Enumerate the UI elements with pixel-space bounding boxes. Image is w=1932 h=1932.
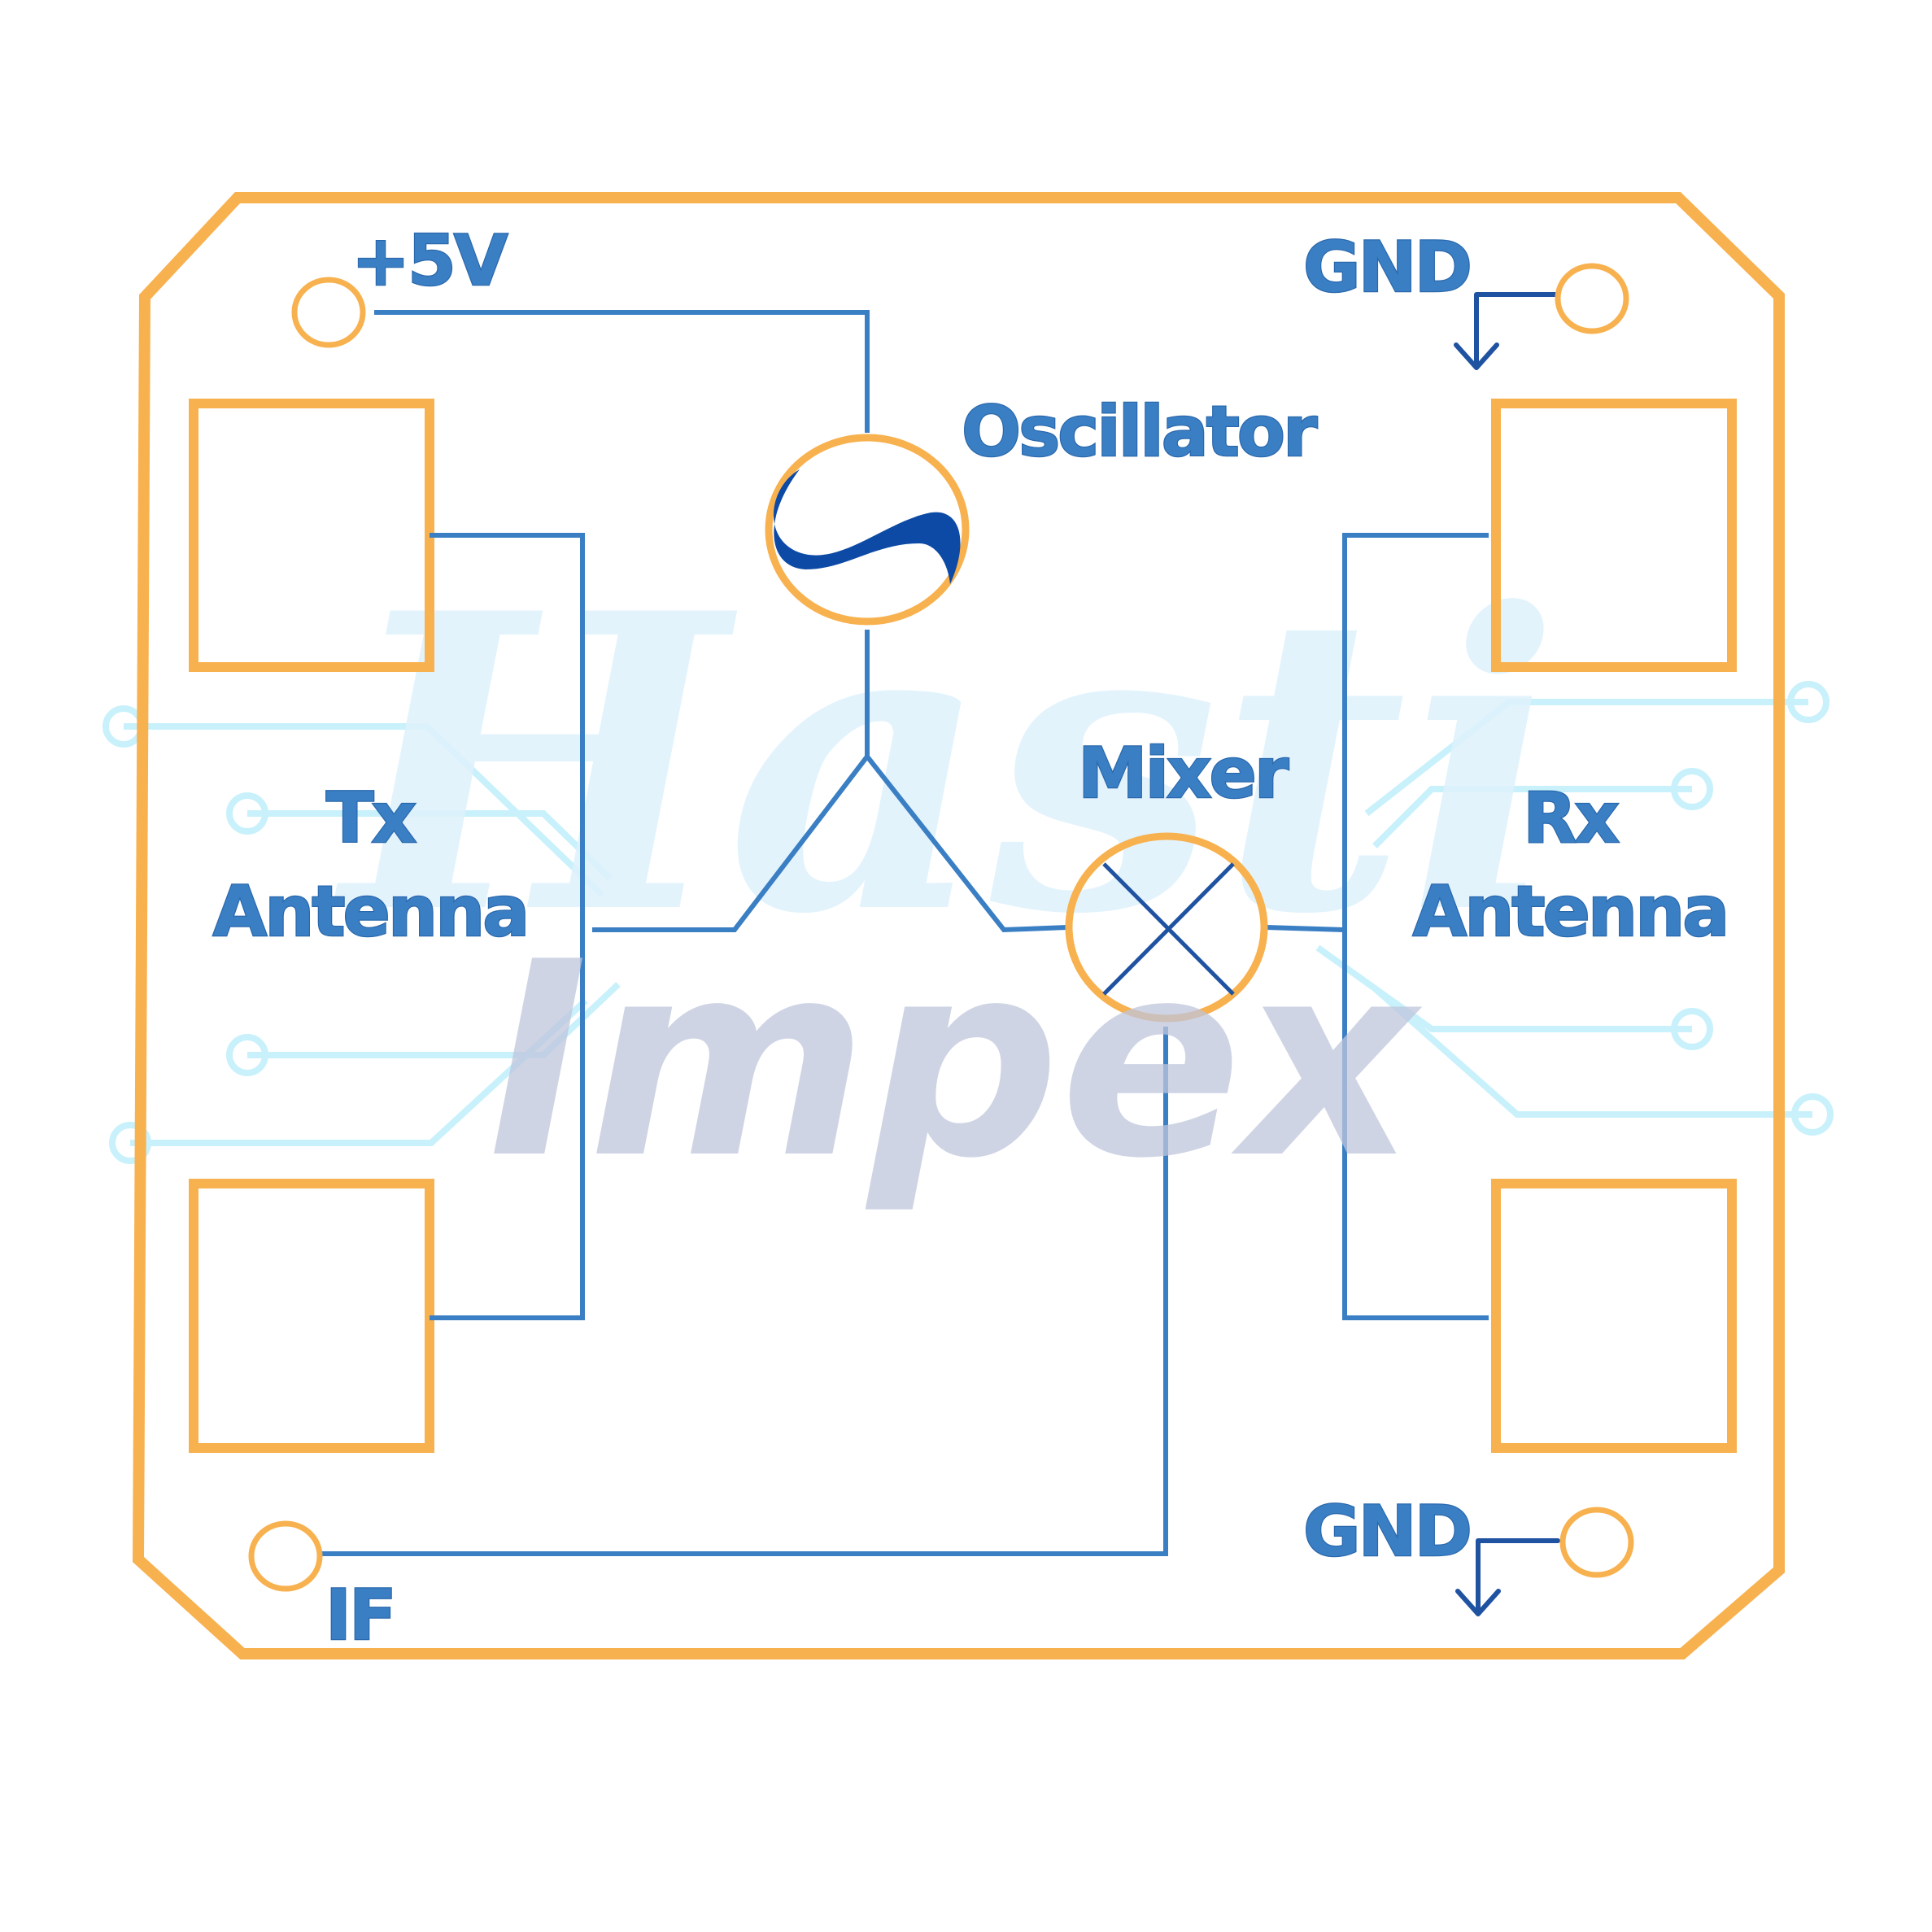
pad-gnd-top-icon [1555, 263, 1629, 334]
wm-trace-right-2 [1372, 786, 1692, 848]
mixer-symbol [1065, 832, 1268, 1023]
pads [248, 263, 1634, 1592]
sine-wave-icon [773, 469, 961, 584]
ground-arrow-icon [1454, 342, 1499, 370]
wm-trace-right-1 [1364, 699, 1808, 817]
pad-power-icon [291, 277, 366, 348]
trace-rx-feed [1342, 533, 1489, 1320]
pad-gnd-bottom-icon [1559, 1507, 1634, 1578]
wm-node-icon [1671, 1008, 1713, 1050]
ground-arrow-icon [1455, 1589, 1501, 1616]
trace-if-out [321, 1027, 1168, 1556]
wm-trace-left-2 [247, 810, 613, 881]
label-mixer: Mixer [1078, 733, 1289, 814]
wm-trace-left-1 [124, 723, 604, 897]
trace-oscillator-split [592, 630, 870, 932]
oscillator-circle [765, 434, 970, 626]
watermark-circuit-lines [102, 681, 1834, 1164]
label-rx-line1: Rx [1523, 778, 1619, 859]
wm-node-icon [226, 1034, 268, 1076]
label-oscillator: Oscillator [962, 391, 1318, 473]
circuit-traces [321, 310, 1489, 1556]
gnd-trace-top [1474, 292, 1560, 369]
rx-patch-top [1491, 399, 1737, 672]
wm-node-icon [226, 792, 268, 835]
wm-node-icon [109, 1122, 151, 1164]
label-if: IF [325, 1575, 395, 1656]
watermark-line1: Hasti [329, 526, 1561, 1003]
label-power: +5V [351, 220, 508, 302]
label-gnd-bottom: GND [1303, 1491, 1470, 1572]
ground-symbols [1454, 292, 1560, 1616]
tx-patch-bottom [189, 1179, 434, 1453]
trace-tx-feed [430, 533, 585, 1320]
gnd-trace-bottom [1476, 1538, 1560, 1615]
trace-oscillator-to-mixer [865, 755, 1068, 933]
wm-node-icon [1671, 768, 1713, 810]
board-outline [132, 192, 1785, 1659]
pad-if-icon [248, 1520, 323, 1592]
wm-trace-left-4 [130, 998, 588, 1146]
oscillator-symbol [765, 434, 970, 626]
label-tx-line1: Tx [326, 778, 416, 859]
wm-trace-right-4 [1372, 986, 1812, 1118]
mixer-circle [1065, 832, 1268, 1023]
label-rx-line2: Antenna [1413, 871, 1728, 953]
wm-trace-left-3 [247, 982, 621, 1058]
label-tx-line2: Antenna [213, 871, 528, 953]
wm-node-icon [1787, 681, 1830, 723]
label-gnd-top: GND [1303, 227, 1470, 308]
rx-patch-bottom [1491, 1179, 1737, 1453]
wm-node-icon [1791, 1093, 1834, 1136]
trace-mixer-to-rx [1266, 925, 1345, 932]
watermark-line2: Impex [488, 905, 1422, 1217]
x-circle-icon [1102, 862, 1235, 996]
trace-power [374, 310, 870, 433]
wm-trace-right-3 [1315, 944, 1692, 1032]
